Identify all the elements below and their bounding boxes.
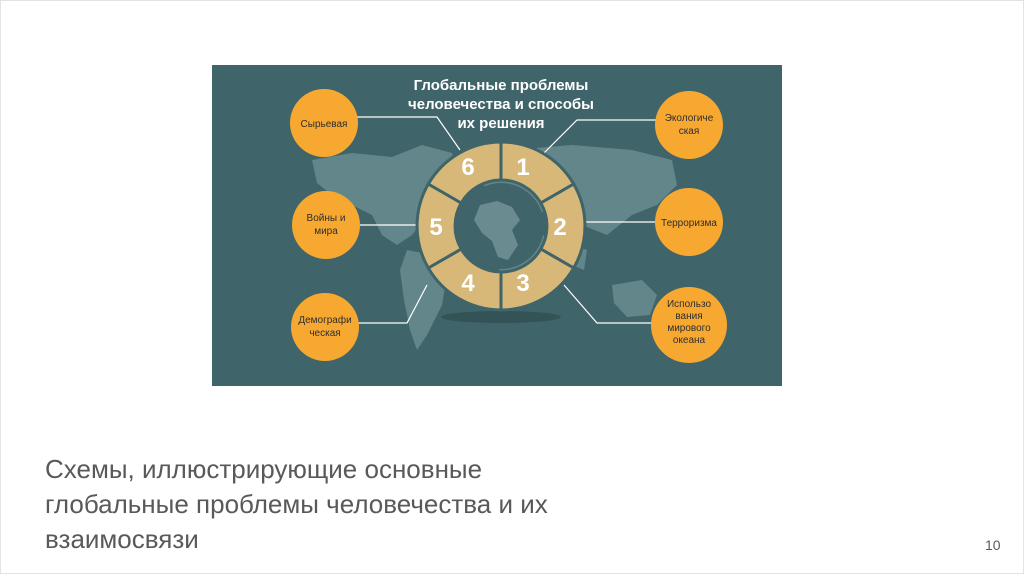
problem-label: ская — [679, 126, 700, 137]
problem-label: вания — [675, 311, 702, 322]
problem-label: Терроризма — [661, 218, 717, 229]
slide-caption: Схемы, иллюстрирующие основные глобальны… — [45, 452, 685, 557]
segment-number-4: 4 — [461, 270, 475, 297]
problem-circle-terrorism: Терроризма — [655, 188, 723, 256]
problem-label: мира — [314, 226, 338, 237]
problem-label: ческая — [309, 328, 340, 339]
connector-line — [543, 119, 657, 154]
problem-label: Экологиче — [665, 113, 714, 124]
connector-line — [357, 284, 428, 324]
problem-label: Использо — [667, 299, 711, 310]
infographic-title-line-2: человечества и способы — [408, 96, 594, 113]
connector-lines — [357, 116, 657, 324]
segment-number-5: 5 — [429, 214, 442, 241]
problem-label: Демографи — [298, 314, 351, 326]
infographic-title-line-1: Глобальные проблемы — [414, 77, 589, 94]
caption-line-1: Схемы, иллюстрирующие основные — [45, 454, 483, 484]
problem-label: океана — [673, 335, 706, 346]
caption-line-3: взаимосвязи — [45, 524, 199, 554]
problem-label: Сырьевая — [301, 119, 348, 130]
problem-label: мирового — [667, 323, 711, 334]
segment-ring — [415, 140, 587, 312]
page-number: 10 — [985, 537, 1001, 553]
infographic-canvas: Глобальные проблемы человечества и спосо… — [290, 77, 727, 363]
infographic: Глобальные проблемы человечества и спосо… — [212, 65, 782, 386]
problem-circle-war-peace: Войны и мира — [292, 191, 360, 259]
segment-number-6: 6 — [461, 154, 474, 181]
problem-circle-ocean-use: Использо вания мирового океана — [651, 287, 727, 363]
segment-number-1: 1 — [516, 154, 529, 181]
globe-continents — [474, 201, 520, 260]
connector-line — [563, 284, 657, 324]
problem-circle-demographic: Демографи ческая — [291, 293, 359, 361]
caption-line-2: глобальные проблемы человечества и их — [45, 489, 548, 519]
ring-shadow — [441, 311, 561, 323]
problem-circle-ecological: Экологиче ская — [655, 91, 723, 159]
connector-line — [357, 116, 461, 151]
problem-circle-raw-materials: Сырьевая — [290, 89, 358, 157]
segment-number-2: 2 — [553, 214, 566, 241]
segment-number-3: 3 — [516, 270, 529, 297]
infographic-title-line-3: их решения — [457, 115, 544, 132]
ring-segment-6 — [426, 140, 503, 206]
problem-label: Войны и — [307, 213, 346, 224]
